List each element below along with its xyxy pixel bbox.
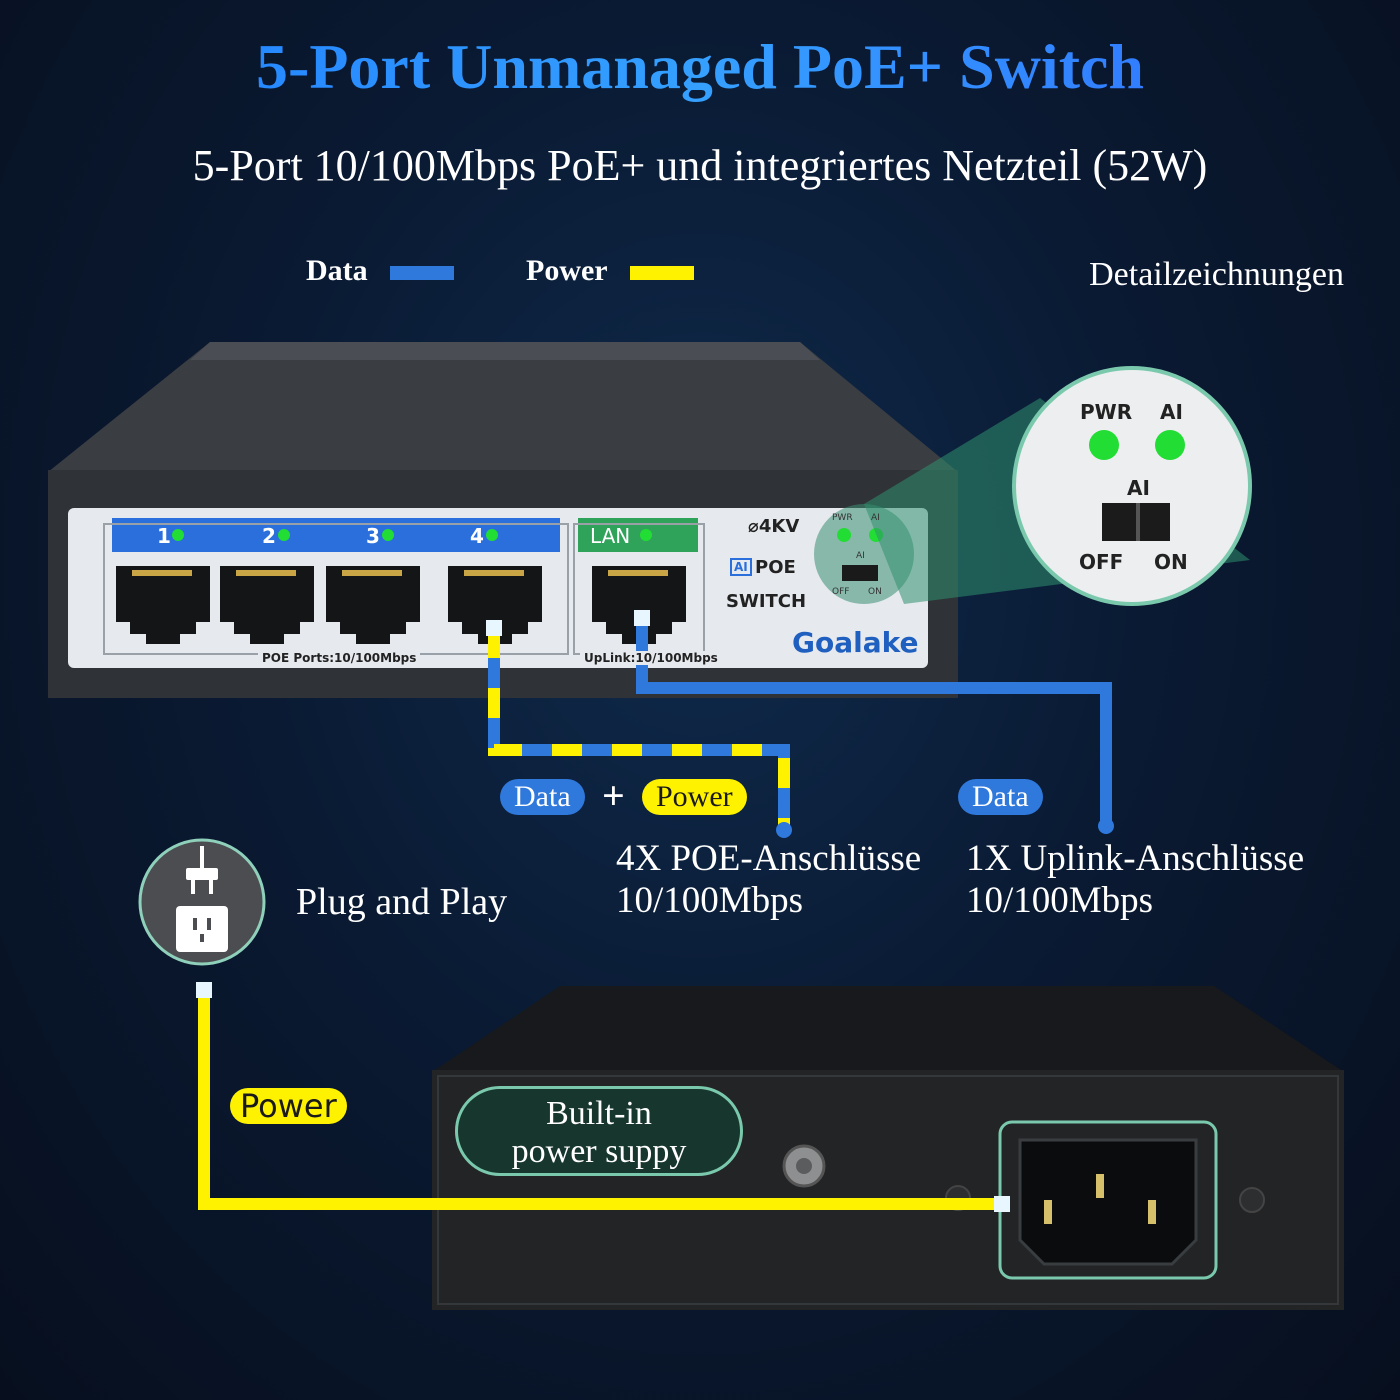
power-cable xyxy=(198,990,1002,1210)
iec-pin-ground xyxy=(1096,1174,1104,1198)
surge-icon: ⌀ xyxy=(748,516,759,537)
poe-ports-line2: 10/100Mbps xyxy=(616,880,804,921)
small-ai-label: AI xyxy=(871,513,880,523)
small-dip-switch xyxy=(842,565,878,581)
small-dip-off: OFF xyxy=(832,587,850,597)
zoom-pwr-label: PWR xyxy=(1080,400,1133,424)
port-number-2: 2 xyxy=(262,524,276,548)
port-number-1: 1 xyxy=(157,524,171,548)
rj45-port-3 xyxy=(326,566,420,644)
data-pill-uplink: Data xyxy=(958,779,1043,815)
detail-drawings-label: Detailzeichnungen xyxy=(1089,256,1344,293)
zoom-dip-divider xyxy=(1136,503,1140,541)
iec-socket xyxy=(1018,1138,1198,1266)
port-4-led xyxy=(486,529,498,541)
poe-cable xyxy=(488,628,790,830)
switch-label: SWITCH xyxy=(726,591,807,612)
uplink-line1: 1X Uplink-Anschlüsse xyxy=(966,838,1305,879)
switch-top-panel xyxy=(48,342,958,472)
zoom-dip-on: ON xyxy=(1154,550,1188,574)
legend-data-swatch xyxy=(390,266,454,280)
zoom-pwr-led xyxy=(1089,430,1119,460)
page-subtitle: 5-Port 10/100Mbps PoE+ und integriertes … xyxy=(192,141,1208,190)
ai-badge: AI xyxy=(730,558,752,576)
small-pwr-led xyxy=(837,528,851,542)
rj45-port-4 xyxy=(448,566,542,644)
uplink-label: UpLink:10/100Mbps xyxy=(580,651,722,665)
uplink-description: 1X Uplink-Anschlüsse 10/100Mbps xyxy=(966,838,1304,922)
poe-label: POE xyxy=(755,557,796,578)
port-1-led xyxy=(172,529,184,541)
small-dip-label: AI xyxy=(856,551,865,561)
plus-sign: + xyxy=(602,773,625,818)
mount-screw-right xyxy=(1239,1187,1265,1213)
port-number-4: 4 xyxy=(470,524,484,548)
small-dip-on: ON xyxy=(868,587,882,597)
rear-panel-border xyxy=(437,1075,1339,1305)
poe-cable-end xyxy=(776,822,792,838)
zoom-ai-label: AI xyxy=(1160,400,1183,424)
port-3-led xyxy=(382,529,394,541)
small-pwr-label: PWR xyxy=(832,513,853,523)
legend-power-swatch xyxy=(630,266,694,280)
page-title: 5-Port Unmanaged PoE+ Switch xyxy=(0,30,1400,104)
legend-power-label: Power xyxy=(526,254,608,287)
uplink-cable-connector xyxy=(634,610,650,626)
builtin-line2: power suppy xyxy=(511,1133,687,1170)
lan-label: LAN xyxy=(590,524,631,548)
port-2-led xyxy=(278,529,290,541)
builtin-line1: Built-in xyxy=(546,1095,652,1132)
port-number-3: 3 xyxy=(366,524,380,548)
zoom-dip-label: AI xyxy=(1127,476,1150,500)
plug-socket-icon xyxy=(138,838,266,966)
socket-icon xyxy=(176,906,228,952)
rj45-port-1 xyxy=(116,566,210,644)
plug-and-play-label: Plug and Play xyxy=(296,881,508,923)
power-pill-poe: Power xyxy=(642,779,747,815)
uplink-cable-end xyxy=(1098,818,1114,834)
lan-led xyxy=(640,529,652,541)
rear-top-panel xyxy=(432,986,1344,1072)
data-pill-poe: Data xyxy=(500,779,585,815)
builtin-power-supply-badge: Built-in power suppy xyxy=(455,1086,743,1176)
poe-ports-description: 4X POE-Anschlüsse 10/100Mbps xyxy=(616,838,921,922)
power-cable-connector-iec xyxy=(994,1196,1010,1212)
surge-label: ⌀4KV xyxy=(748,516,800,537)
rj45-port-lan xyxy=(592,566,686,644)
poe-ports-line1: 4X POE-Anschlüsse xyxy=(616,838,922,879)
zoom-dip-off: OFF xyxy=(1079,550,1124,574)
legend-data-label: Data xyxy=(306,254,368,287)
zoom-detail-circle xyxy=(1012,366,1252,606)
rj45-port-2 xyxy=(220,566,314,644)
uplink-line2: 10/100Mbps xyxy=(966,880,1154,921)
zoom-ai-led xyxy=(1155,430,1185,460)
poe-cable-connector xyxy=(486,620,502,636)
plug-icon xyxy=(186,846,218,894)
switch-top-edge xyxy=(190,342,820,360)
iec-pin-left xyxy=(1044,1200,1052,1224)
power-cable-connector-plug xyxy=(196,982,212,998)
poe-ports-label: POE Ports:10/100Mbps xyxy=(258,651,421,665)
brand-logo: Goalake xyxy=(792,626,919,659)
power-cable-tag: Power xyxy=(230,1088,347,1124)
iec-pin-right xyxy=(1148,1200,1156,1224)
